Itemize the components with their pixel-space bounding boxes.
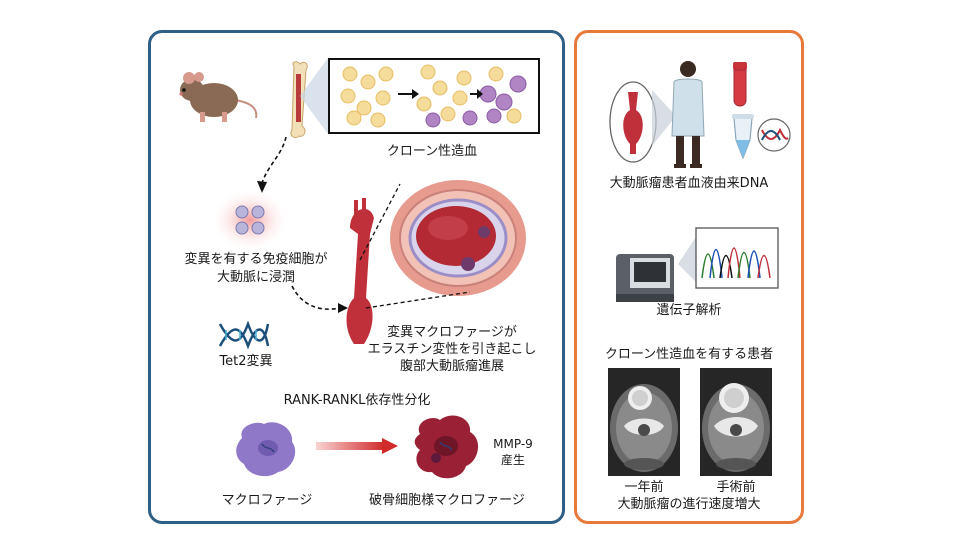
dashed-arrow-aorta	[291, 285, 348, 313]
chromatogram-icon	[678, 227, 779, 289]
macrophage-label: マクロファージ	[221, 493, 313, 508]
differentiation-arrow	[316, 438, 398, 454]
osteoclast-macrophage-icon	[414, 415, 479, 479]
before-surgery-label: 手術前	[716, 480, 756, 495]
immune-cells-icon	[210, 188, 290, 252]
macrophage-effect-line1: 変異マクロファージが	[387, 325, 517, 340]
aorta-icon	[346, 198, 374, 344]
dna-bubble-icon	[757, 118, 791, 152]
infiltration-label-line1: 変異を有する免疫細胞が	[184, 252, 328, 267]
right-panel	[574, 30, 804, 524]
macrophage-effect-line2: エラスチン変性を引き起こし	[367, 342, 537, 357]
aorta-oval-icon	[609, 81, 657, 163]
blood-tube-icon	[733, 62, 747, 107]
magnify-wedge	[652, 90, 676, 146]
mmp9-label: MMP-9	[493, 437, 533, 451]
patient-icon	[671, 61, 705, 168]
mouse-icon	[179, 72, 258, 122]
rank-label: RANK-RANKL依存性分化	[283, 393, 431, 408]
macrophage-icon	[236, 422, 296, 477]
osteoclast-macrophage-label: 破骨細胞様マクロファージ	[369, 493, 525, 508]
sample-tube-icon	[732, 114, 754, 160]
aneurysm-cross-section	[390, 180, 526, 296]
patient-dna-label: 大動脈瘤患者血液由来DNA	[609, 176, 769, 191]
ct-scan-before-surgery	[700, 368, 772, 476]
dna-icon	[218, 320, 270, 350]
mmp9-production-label: 産生	[500, 453, 526, 467]
genetic-analysis-label: 遺伝子解析	[656, 303, 722, 318]
dashed-arrow-down	[257, 136, 287, 193]
growth-label: 大動脈瘤の進行速度増大	[617, 497, 761, 512]
ch-patient-label: クローン性造血を有する患者	[604, 347, 774, 362]
macrophage-effect-line3: 腹部大動脈瘤進展	[399, 359, 505, 374]
tet2-label: Tet2変異	[219, 354, 273, 369]
zoom-lines	[359, 183, 471, 309]
sequencer-icon	[616, 254, 674, 302]
ct-scan-one-year-before	[608, 368, 680, 476]
one-year-before-label: 一年前	[624, 480, 664, 495]
bone-icon	[290, 61, 308, 139]
clonal-hematopoiesis-label: クローン性造血	[386, 144, 478, 159]
infiltration-label-line2: 大動脈に浸潤	[216, 270, 296, 285]
zoom-wedge	[300, 58, 328, 134]
left-panel	[148, 30, 565, 524]
blood-cells-box	[328, 58, 540, 134]
